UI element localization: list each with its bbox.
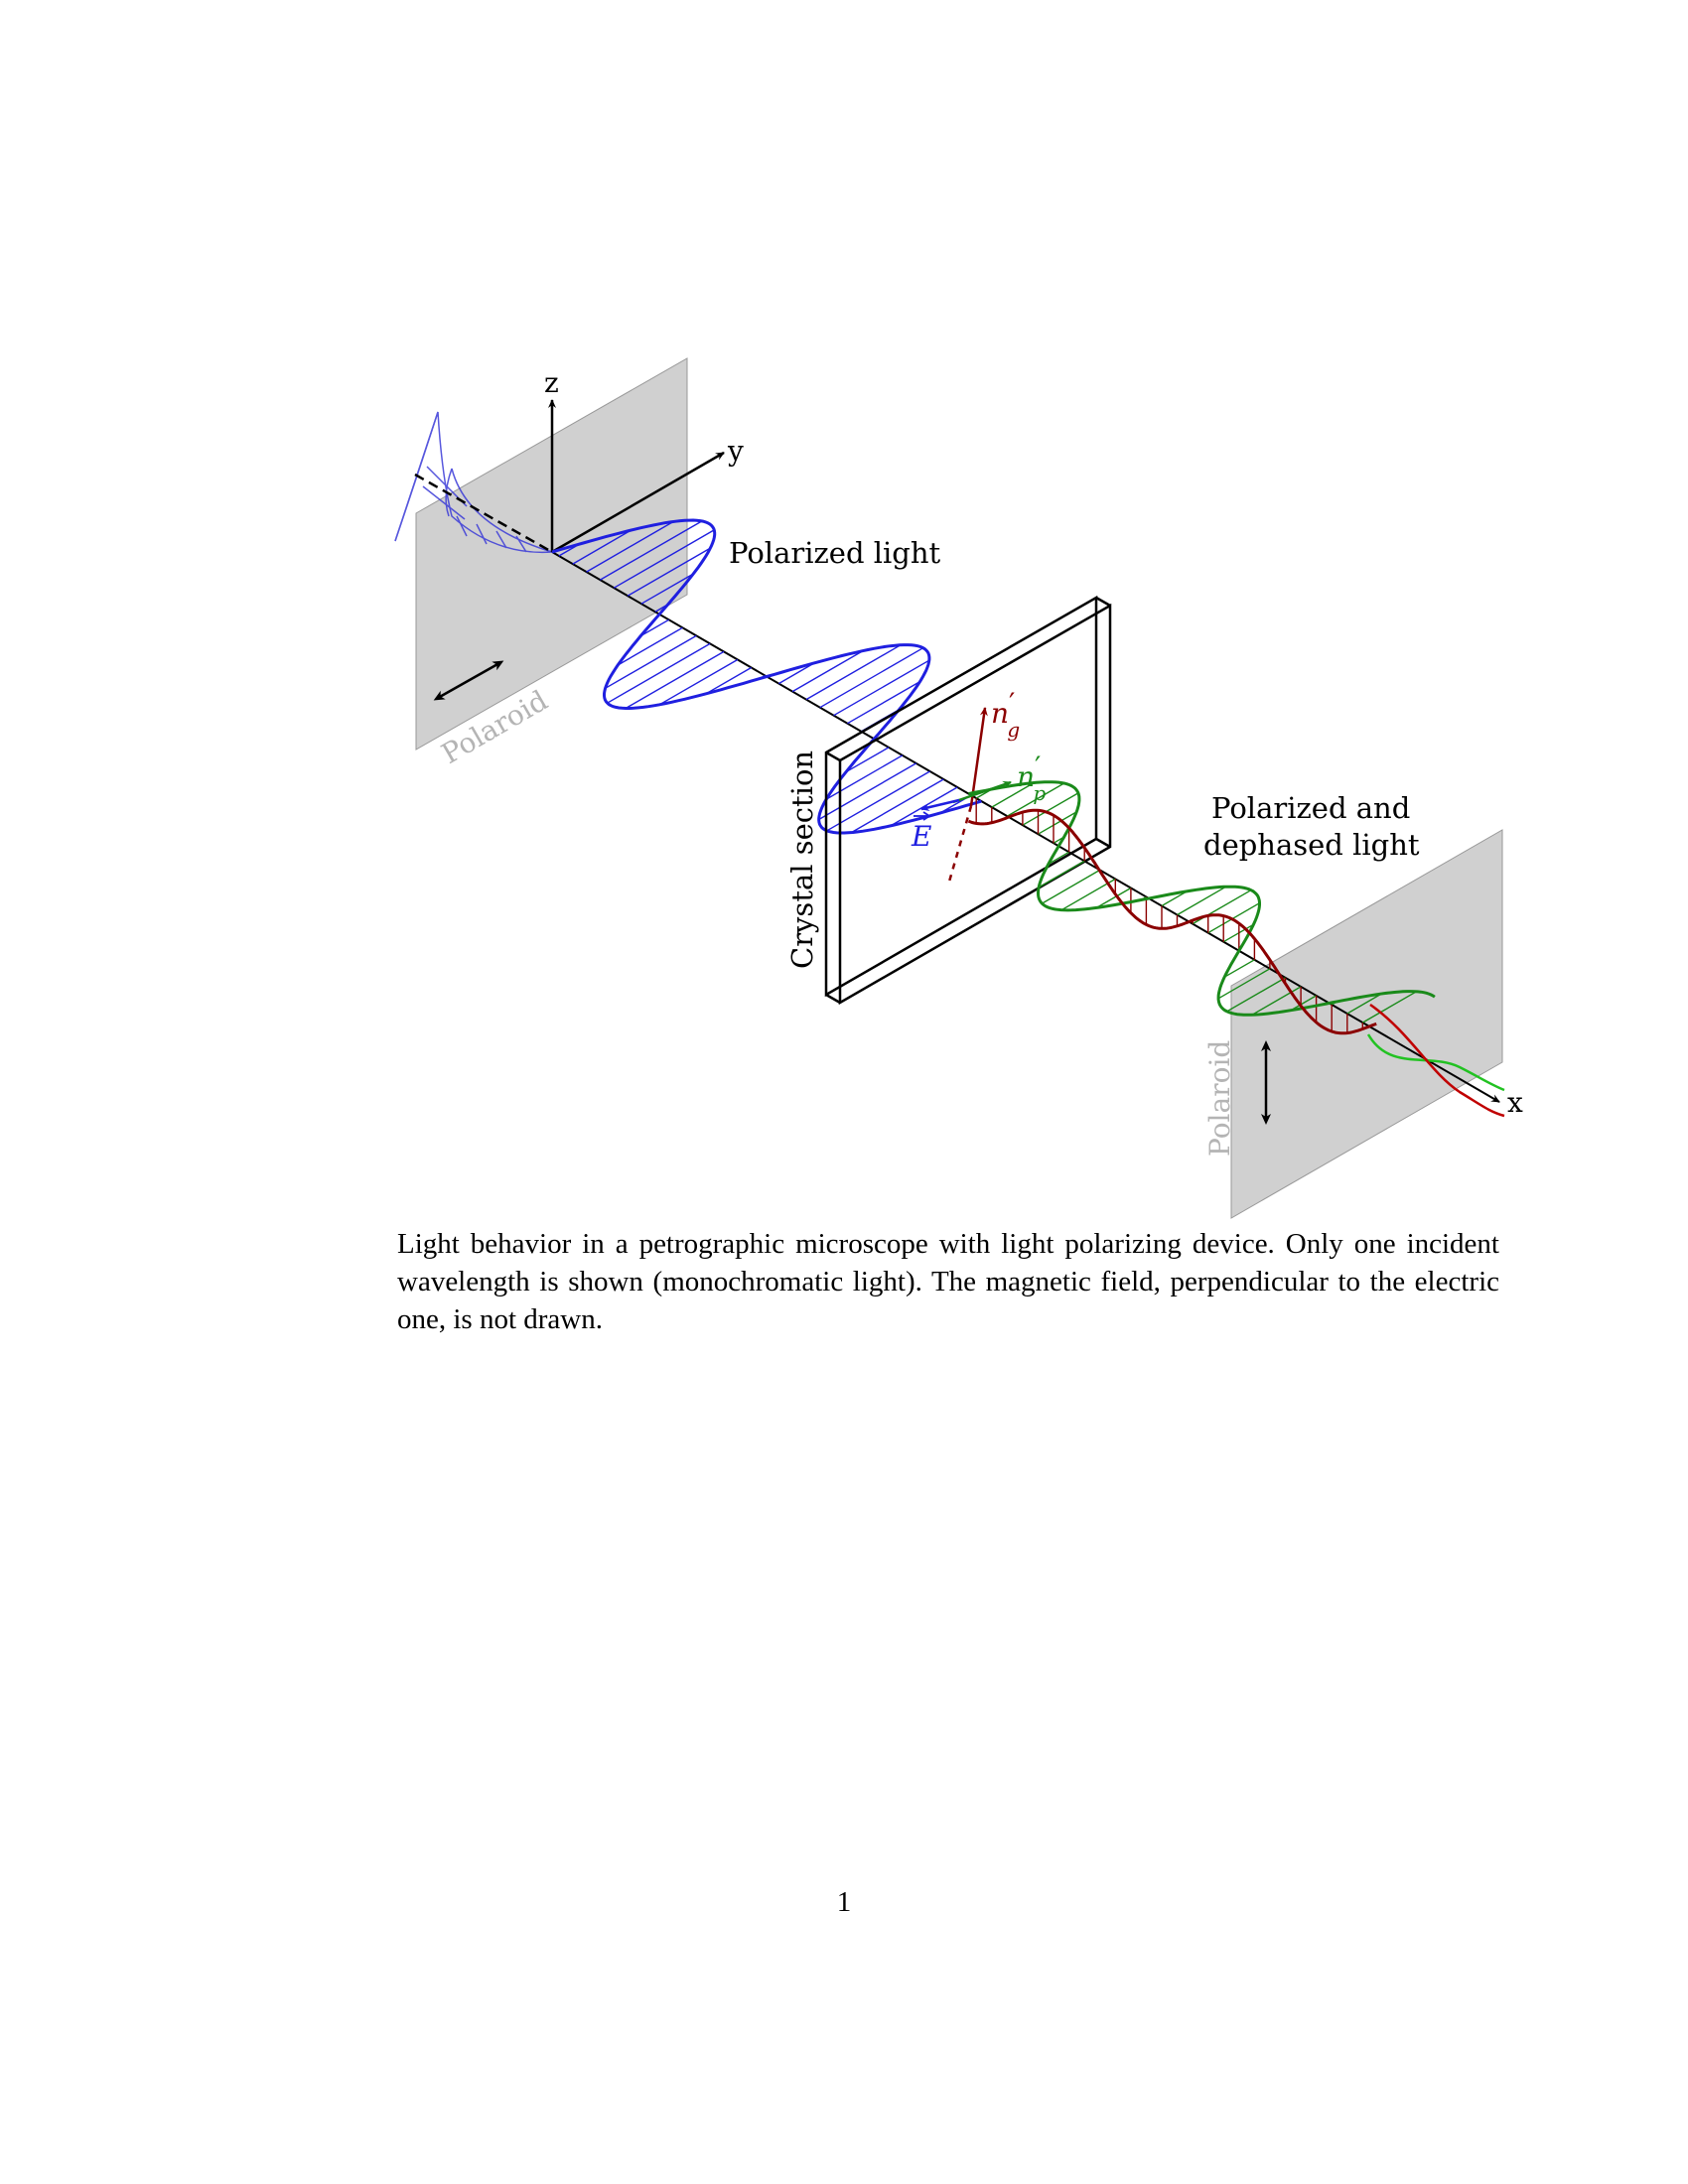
x-axis [551, 551, 1500, 1103]
z-axis-label: z [544, 366, 559, 399]
polaroid-left-direction-arrow [433, 660, 504, 701]
e-vector-arrow [920, 798, 960, 812]
crystal-section-label: Crystal section [785, 751, 819, 969]
polarized-light-label: Polarized light [729, 536, 941, 570]
polarized-dephased-label-line2: dephased light [1203, 828, 1420, 862]
green-outgoing-wave [1366, 1033, 1505, 1092]
blue-wave-hatching [558, 520, 972, 834]
polaroid-right-label: Polaroid [1203, 1040, 1236, 1157]
polarized-dephased-label-line1: Polarized and [1211, 791, 1410, 825]
polaroid-left-plate [415, 357, 688, 751]
green-wave-hatching [975, 781, 1417, 1024]
svg-text:E: E [911, 820, 931, 853]
red-wave-hatching [975, 798, 1364, 1033]
e-vector-label: E [911, 811, 931, 853]
figure-caption: Light behavior in a petrographic microsc… [397, 1228, 1499, 1335]
n-g-label: n′g [991, 687, 1020, 742]
polarization-diagram: Polaroid Polaroid z y x Crystal section … [394, 357, 1523, 1219]
incoming-unpolarized-wave [394, 411, 553, 554]
page-number: 1 [836, 1886, 852, 1918]
green-dephased-wave [968, 780, 1436, 1017]
n-g-dashed-line [947, 805, 973, 883]
n-g-arrow [969, 707, 988, 807]
incoming-axis-dashed [414, 473, 553, 554]
red-dephased-wave [967, 808, 1377, 1035]
x-axis-label: x [1507, 1086, 1523, 1119]
crystal-section-plate [824, 595, 1112, 1006]
blue-polarized-wave [551, 518, 982, 835]
y-axis-label: y [727, 435, 744, 468]
y-axis [551, 451, 725, 554]
red-outgoing-wave [1369, 1003, 1505, 1118]
